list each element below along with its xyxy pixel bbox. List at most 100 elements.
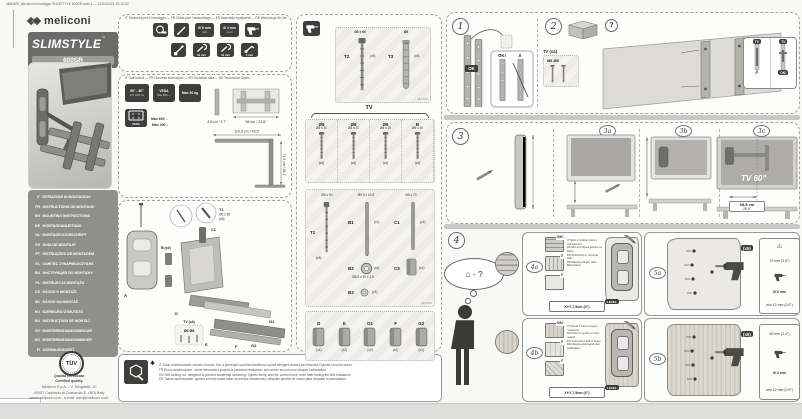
tv-screws-label: TV xyxy=(365,105,373,111)
b1-rod xyxy=(365,202,369,256)
svg-text:TV 60": TV 60" xyxy=(741,174,766,183)
vesa-detail: VESA Max 600 ↔ Max 400 ↕ xyxy=(125,109,205,135)
warning-line: IT Dado autobloccante: serrare a fondo, … xyxy=(159,363,353,367)
b1-dim: Ø5,5 x 63,5 xyxy=(357,193,375,197)
tv-screws-count: TV (x4) xyxy=(543,49,557,54)
compartment-count: (x4) xyxy=(382,160,389,165)
language-code: EN xyxy=(35,214,40,219)
drill-depth-5a: 70 mm (2.8") xyxy=(769,258,790,263)
language-text: MONTERINGSANVISNINGAR xyxy=(42,328,93,333)
callout-good-mark: OK! xyxy=(778,70,789,75)
tv-screw-compartment: B Ø5 x 30 (x4) xyxy=(402,120,434,182)
b1-count: (x1) xyxy=(374,220,380,224)
c3-cap xyxy=(406,258,417,276)
formula-4a: X+Y-7,5cm (3") xyxy=(549,301,605,312)
tv-screw-compartment: Ø6 Ø6 x 15 (x4) xyxy=(370,120,402,182)
language-text: ISTRUZIONI DI MONTAGGIO xyxy=(42,195,91,199)
language-code: RO xyxy=(34,319,40,324)
cap-glyph xyxy=(338,327,351,346)
wall-note-line: EN Solid brick or concrete wall xyxy=(567,253,599,261)
cap-glyph xyxy=(415,327,428,346)
t3-plug xyxy=(401,40,411,89)
wall-type-icons-4b: OK! ✗ ✗ xyxy=(545,321,564,376)
drywall-no-icon: ✗ xyxy=(545,273,564,290)
self-locking-nut-icon xyxy=(124,360,148,384)
compartment-count: (x4) xyxy=(414,160,421,165)
language-code: PT xyxy=(35,252,40,257)
language-code: EL xyxy=(35,261,40,266)
language-item: RU ИНСТРУКЦИЯ ПО МОНТАЖУ xyxy=(32,271,114,275)
svg-text:F: F xyxy=(235,344,238,349)
formula-4b: X+Y-7,5cm (3") xyxy=(549,387,605,398)
svg-text:T1: T1 xyxy=(219,208,223,212)
step-3c-label: 3c xyxy=(753,125,770,137)
compartment-head: Ø8 xyxy=(350,122,357,127)
warning-line: EN Self-locking nut, designed to prevent… xyxy=(159,372,352,377)
language-text: MOUNTING INSTRUCTIONS xyxy=(42,214,91,219)
b3-count: (x1) xyxy=(372,290,378,294)
b3-id: B3 xyxy=(348,290,354,295)
measure-y-illustration xyxy=(566,134,638,217)
wall-note-line: FR Paroi ou poutre en bois massif xyxy=(567,332,600,339)
tv-size-cm: 127-203 cm xyxy=(129,93,145,97)
t2-count: (x5) xyxy=(370,54,376,58)
address-line1: Meliconi S.p.A. - V. Minghetti, 10 xyxy=(41,385,97,389)
level-chip: LEVEL xyxy=(605,299,619,304)
metal-stud-no-icon: ✗ xyxy=(545,359,564,376)
language-item: FR INSTRUCTIONS DE MONTAGE xyxy=(32,205,114,209)
tuv-logo: TÜV xyxy=(59,351,84,376)
drill-bit-5b: Ø 4 mm xyxy=(773,370,786,375)
step-1-illustration: OK OK! ✗ xyxy=(463,29,534,108)
dimension-drawing: 58 cm / 22.8" 6,8 cm / 2.7" 110,5 cm / 4… xyxy=(208,88,286,188)
language-item: PT INSTRUÇÕES DE MONTAGEM xyxy=(32,252,114,256)
compartment-dim: Ø5 x 30 xyxy=(411,126,424,130)
tv-brace xyxy=(311,113,429,118)
check-question-badge: ? xyxy=(605,19,618,32)
brand-logo: meliconi xyxy=(26,13,112,29)
step-4b-label: 4b xyxy=(526,347,543,359)
step-3-panel: 3 X = 3a Y = 3b xyxy=(446,122,800,224)
language-text: INSTRUÇÕES DE MONTAGEM xyxy=(42,252,95,257)
measure-x-illustration xyxy=(476,134,534,210)
cap-part: E (x2) xyxy=(338,321,351,352)
drill-bit-wall-icon: Ø 8 mm wall xyxy=(195,23,214,37)
t2-screw xyxy=(357,38,367,91)
cap-glyph xyxy=(312,327,325,346)
row-divider xyxy=(444,115,800,120)
drill-bit-wood-sub: wood xyxy=(226,30,233,34)
language-code: CS xyxy=(35,290,40,295)
parts-panel: Ø8 x 60 Ø8 T2 (x5) T3 (x5) 4800400 TV Ø8… xyxy=(296,14,442,361)
language-item: EN MOUNTING INSTRUCTIONS xyxy=(32,214,114,218)
wall-note-line: EN Solid wood wall or beam xyxy=(567,339,601,343)
wall-note-line: FR Mur en briques pleines ou béton xyxy=(567,246,603,253)
tv-screw xyxy=(414,131,421,159)
t2-dim: Ø8 x 60 xyxy=(354,30,366,34)
screwdriver-phillips-icon xyxy=(171,43,186,57)
tools-panel: IT Strumenti per il montaggio — FR Outil… xyxy=(118,14,292,72)
compartment-dim: Ø6 x 15 xyxy=(379,126,392,130)
drill-mini xyxy=(774,350,786,358)
vesa-label: VESA xyxy=(159,89,169,94)
t3-id: T3 xyxy=(388,54,394,59)
caps-bag: D (x1) E (x2) G1 (x2) F (x2) G2 (x2) xyxy=(305,311,435,361)
c1-dim: Ø5 x 70 xyxy=(405,193,417,197)
callout-tv-label: TV xyxy=(779,39,788,44)
b2-dim: Ø5,5 x 20 x 1,5 xyxy=(352,275,374,279)
language-code: SV xyxy=(35,328,40,333)
screw-length-callout: TV ✗ TV OK! xyxy=(743,37,797,89)
language-item: SK NÁVOD NA MONTÁŽ xyxy=(32,300,114,304)
compartment-head: B xyxy=(415,122,420,127)
c3-id: C3 xyxy=(394,266,400,271)
t3-dim: Ø8 xyxy=(403,30,409,34)
language-item: FI ASENNUSOHJEET xyxy=(32,348,114,352)
drill-tool xyxy=(715,348,744,367)
cap-count: (x2) xyxy=(341,347,348,352)
holes-count-5a: (x5) xyxy=(741,245,753,251)
vesa-screen-icon: VESA xyxy=(125,109,147,127)
step-2-illustration xyxy=(602,32,782,110)
b2-washer xyxy=(360,262,373,275)
logo-diamond-icon xyxy=(32,16,42,26)
